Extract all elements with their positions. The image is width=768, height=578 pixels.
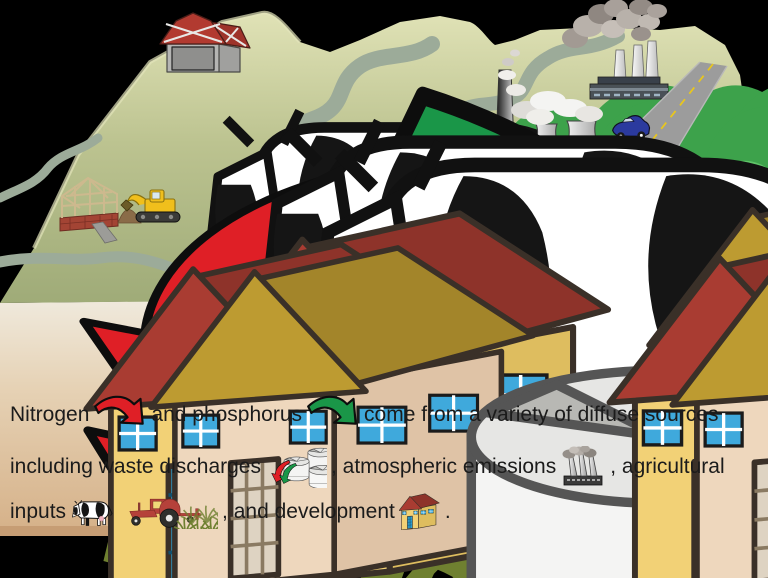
house-icon bbox=[398, 493, 440, 530]
house-construction-frame bbox=[59, 176, 119, 244]
green-curved-arrow-icon bbox=[307, 395, 357, 425]
cow-icon bbox=[71, 499, 113, 526]
caption-agricultural: , agricultural bbox=[610, 454, 725, 478]
excavator bbox=[117, 189, 181, 224]
caption-line-1: Nitrogen and phosphorus come from a vari… bbox=[6, 392, 722, 436]
tractor-crops-icon bbox=[129, 498, 218, 529]
caption-and-development: , and development bbox=[222, 499, 395, 523]
treatment-tanks-icon bbox=[271, 447, 327, 488]
caption-and-phosphorus: and phosphorus bbox=[151, 402, 303, 426]
smoke-plumes bbox=[562, 0, 667, 48]
caption-waste-discharges: including waste discharges bbox=[10, 454, 261, 478]
barn-with-cow bbox=[159, 12, 628, 382]
caption-period: . bbox=[444, 499, 451, 523]
caption-atmospheric-emissions: , atmospheric emissions bbox=[330, 454, 557, 478]
red-curved-arrow-icon bbox=[94, 395, 145, 425]
caption-nitrogen: Nitrogen bbox=[10, 402, 90, 426]
caption-line-2: including waste discharges , atmospheric… bbox=[6, 444, 729, 488]
caption-inputs: inputs bbox=[10, 499, 67, 523]
caption-line1-text: come from a variety of diffuse sources bbox=[364, 402, 719, 426]
power-plant-smokestacks bbox=[562, 0, 669, 100]
smokestacks-icon bbox=[562, 446, 603, 486]
caption-line-3: inputs , and development . bbox=[6, 489, 455, 533]
steam-cloud bbox=[498, 70, 603, 125]
